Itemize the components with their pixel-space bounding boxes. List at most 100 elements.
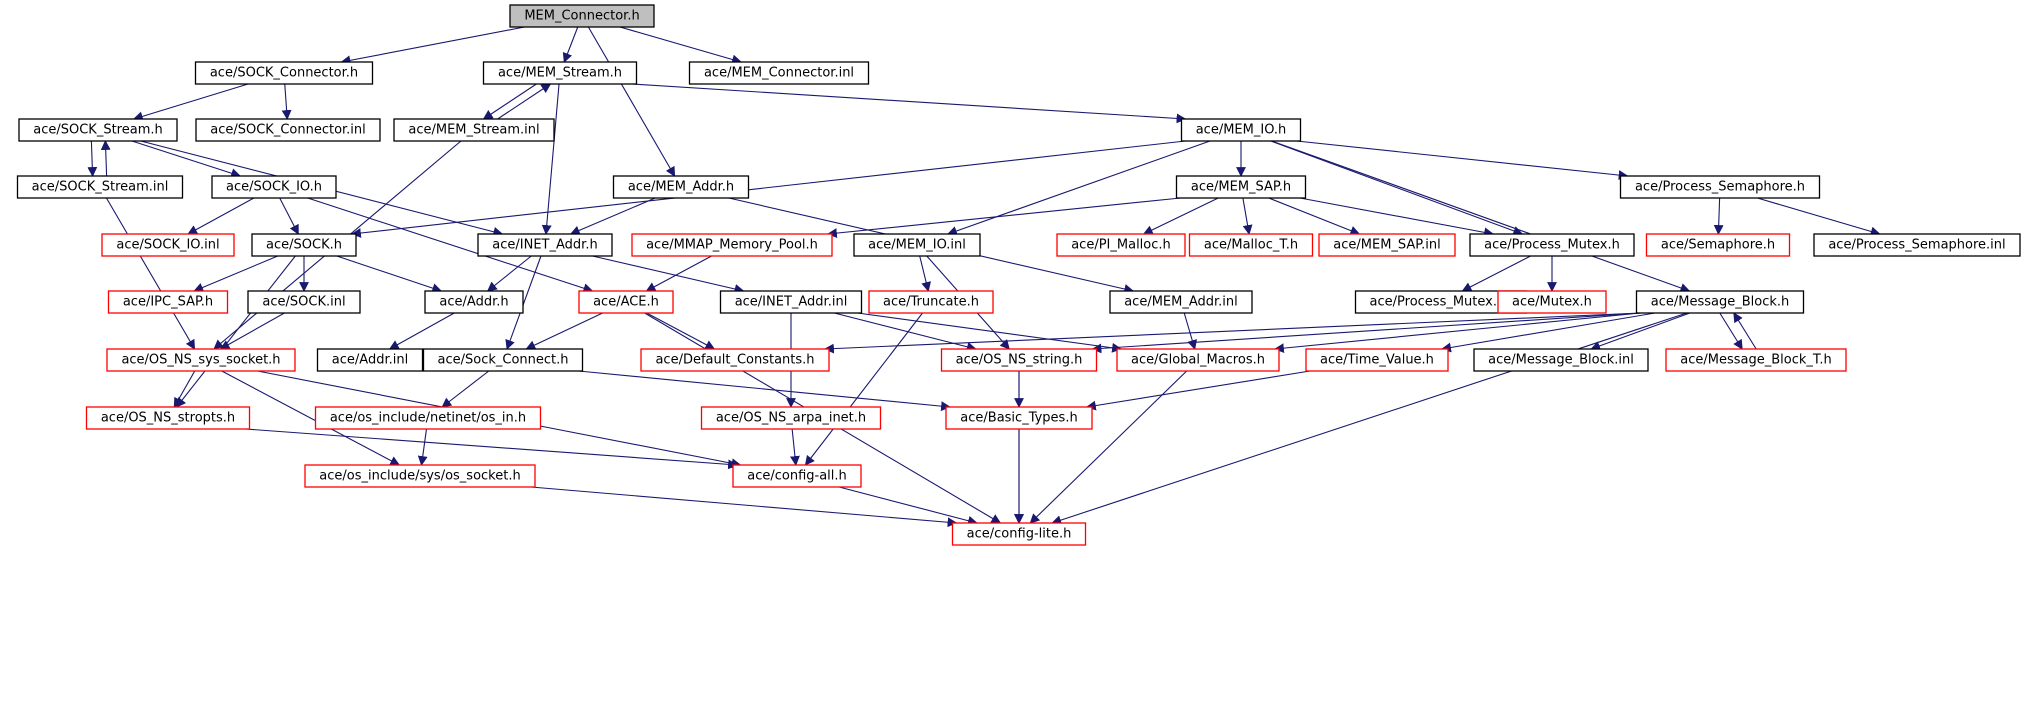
node-process-semaphore-inl[interactable]: ace/Process_Semaphore.inl [1813,233,2021,257]
node-os-socket-h[interactable]: ace/os_include/sys/os_socket.h [304,464,536,488]
node-default-constants-h[interactable]: ace/Default_Constants.h [640,348,830,372]
node-label: ace/MEM_IO.inl [868,238,966,253]
node-label: ace/SOCK_Connector.h [210,66,358,81]
node-process-mutex-h[interactable]: ace/Process_Mutex.h [1469,233,1635,257]
node-malloc-t-h[interactable]: ace/Malloc_T.h [1188,233,1314,257]
node-truncate-h[interactable]: ace/Truncate.h [868,290,994,314]
node-mem-addr-h[interactable]: ace/MEM_Addr.h [612,175,750,199]
node-box [1180,118,1302,142]
node-label: ace/MEM_IO.h [1196,123,1287,138]
node-label: ace/IPC_SAP.h [123,295,213,310]
edge-time-value-h-to-basic-types-h [1085,370,1311,411]
edge-sock-inl-to-os-ns-sys-socket-h [219,312,285,350]
edge-mem-sap-h-to-malloc-t-h [1242,197,1253,235]
node-os-ns-string-h[interactable]: ace/OS_NS_string.h [940,348,1098,372]
node-mem-io-h[interactable]: ace/MEM_IO.h [1180,118,1302,142]
node-box [688,61,870,85]
node-sock-stream-inl[interactable]: ace/SOCK_Stream.inl [16,175,184,199]
edge-sock-io-h-to-sock-io-inl [187,197,255,235]
node-mem-io-inl[interactable]: ace/MEM_IO.inl [853,233,981,257]
node-message-block-h[interactable]: ace/Message_Block.h [1635,290,1805,314]
node-inet-addr-inl[interactable]: ace/INET_Addr.inl [719,290,863,314]
node-mem-connector-inl[interactable]: ace/MEM_Connector.inl [688,61,870,85]
node-box [316,348,424,372]
edge-inet-addr-inl-to-os-ns-string-h [834,312,977,352]
edge-mem-io-inl-to-truncate-h [919,255,931,292]
edge-mem-addr-h-to-inet-addr-h [569,197,656,236]
node-box [1813,233,2021,257]
node-box [945,406,1093,430]
node-box [509,4,655,28]
node-sock-io-h[interactable]: ace/SOCK_IO.h [211,175,337,199]
node-box [1469,233,1635,257]
edge-process-semaphore-h-to-process-semaphore-inl [1757,197,1881,237]
node-pi-malloc-h[interactable]: ace/PI_Malloc.h [1056,233,1186,257]
edge-message-block-h-to-global-macros-h [1274,312,1641,354]
edge-inet-addr-h-to-addr-h [486,255,532,292]
node-ace-h[interactable]: ace/ACE.h [578,290,674,314]
edge-sock-h-to-ipc-sap-h [193,255,278,293]
node-message-block-t-h[interactable]: ace/Message_Block_T.h [1665,348,1847,372]
node-label: ace/MEM_Stream.inl [408,123,539,138]
node-label: ace/Message_Block.h [1651,295,1790,310]
node-box [314,406,542,430]
edge-os-socket-h-to-config-lite-h [530,486,958,528]
node-label: ace/Message_Block_T.h [1680,353,1831,368]
node-inet-addr-h[interactable]: ace/INET_Addr.h [477,233,613,257]
node-label: MEM_Connector.h [524,9,639,24]
node-mem-stream-h[interactable]: ace/MEM_Stream.h [482,61,638,85]
node-message-block-inl[interactable]: ace/Message_Block.inl [1473,348,1649,372]
node-mmap-memory-pool-h[interactable]: ace/MMAP_Memory_Pool.h [631,233,833,257]
edge-process-mutex-h-to-process-mutex-inl [1461,255,1531,292]
node-time-value-h[interactable]: ace/Time_Value.h [1305,348,1449,372]
node-basic-types-h[interactable]: ace/Basic_Types.h [945,406,1093,430]
edge-sock-io-h-to-sock-h [279,197,299,235]
node-label: ace/Message_Block.inl [1488,353,1634,368]
node-os-ns-stropts-h[interactable]: ace/OS_NS_stropts.h [85,406,251,430]
node-mem-sap-h[interactable]: ace/MEM_SAP.h [1175,175,1307,199]
node-process-semaphore-h[interactable]: ace/Process_Semaphore.h [1619,175,1821,199]
node-sock-connect-h[interactable]: ace/Sock_Connect.h [422,348,584,372]
node-box [1175,175,1307,199]
node-box [631,233,833,257]
node-addr-h[interactable]: ace/Addr.h [424,290,524,314]
node-mem-sap-inl[interactable]: ace/MEM_SAP.inl [1318,233,1456,257]
edge-mem-addr-inl-to-global-macros-h [1183,312,1198,350]
edge-sock-connector-h-to-sock-connector-inl [281,83,292,120]
node-config-lite-h[interactable]: ace/config-lite.h [951,522,1087,546]
node-sock-io-inl[interactable]: ace/SOCK_IO.inl [101,233,235,257]
node-global-macros-h[interactable]: ace/Global_Macros.h [1116,348,1280,372]
node-ipc-sap-h[interactable]: ace/IPC_SAP.h [107,290,229,314]
node-process-mutex-inl[interactable]: ace/Process_Mutex.inl [1354,290,1528,314]
node-mem-addr-inl[interactable]: ace/MEM_Addr.inl [1109,290,1253,314]
node-box [1305,348,1449,372]
node-sock-inl[interactable]: ace/SOCK.inl [247,290,361,314]
node-config-all-h[interactable]: ace/config-all.h [732,464,862,488]
edge-message-block-h-to-config-lite-h [1051,312,1687,525]
node-os-in-h[interactable]: ace/os_include/netinet/os_in.h [314,406,542,430]
node-sock-connector-h[interactable]: ace/SOCK_Connector.h [194,61,374,85]
node-box [1318,233,1456,257]
node-sock-h[interactable]: ace/SOCK.h [251,233,357,257]
node-os-ns-sys-socket-h[interactable]: ace/OS_NS_sys_socket.h [106,348,296,372]
node-mem-stream-inl[interactable]: ace/MEM_Stream.inl [393,118,555,142]
node-label: ace/Malloc_T.h [1204,238,1298,253]
node-label: ace/MMAP_Memory_Pool.h [646,238,818,253]
edge-mem-io-h-to-process-mutex-h [1270,140,1524,236]
edge-inet-addr-h-to-sock-connect-h [505,255,542,350]
node-root[interactable]: MEM_Connector.h [509,4,655,28]
node-sock-stream-h[interactable]: ace/SOCK_Stream.h [18,118,178,142]
edge-root-to-mem-connector-inl [619,26,742,65]
node-os-ns-arpa-inet-h[interactable]: ace/OS_NS_arpa_inet.h [700,406,882,430]
edge-sock-h-to-addr-h [336,255,443,293]
node-sock-connector-inl[interactable]: ace/SOCK_Connector.inl [195,118,381,142]
node-box [578,290,674,314]
node-mutex-h[interactable]: ace/Mutex.h [1497,290,1607,314]
file-nodes: MEM_Connector.h ace/SOCK_Connector.h ace/M… [16,4,2021,546]
node-box [85,406,251,430]
edge-root-to-sock-connector-h [340,26,525,66]
node-addr-inl[interactable]: ace/Addr.inl [316,348,424,372]
node-semaphore-h[interactable]: ace/Semaphore.h [1645,233,1791,257]
node-box [1188,233,1314,257]
